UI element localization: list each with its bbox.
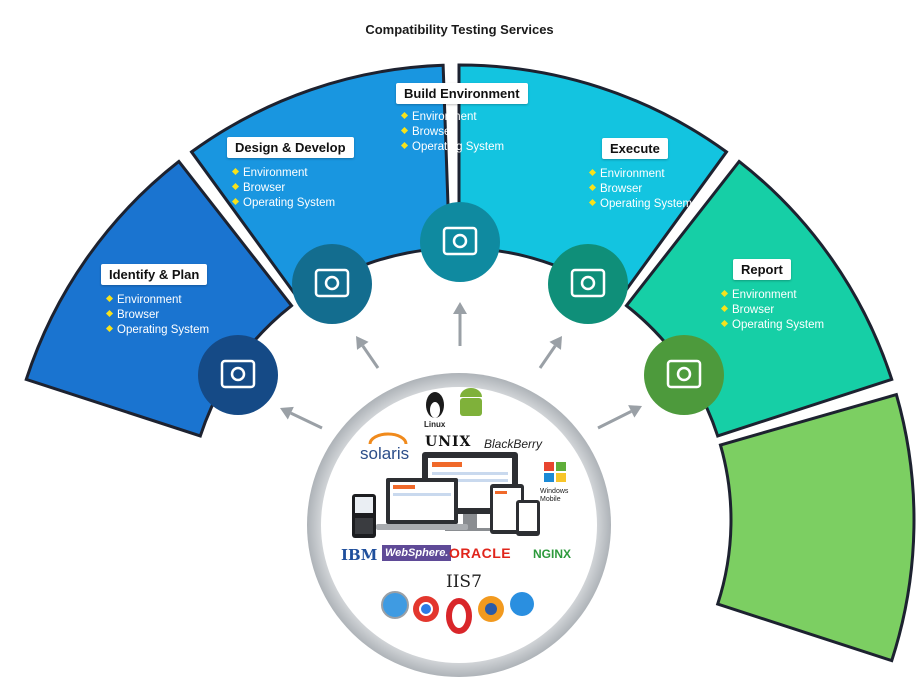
- stage-report: Report Environment Browser Operating Sys…: [716, 259, 824, 333]
- stage-execute: Execute Environment Browser Operating Sy…: [584, 138, 692, 212]
- stage-items: Environment Browser Operating System: [588, 167, 692, 212]
- list-item: Operating System: [105, 323, 209, 338]
- arrowhead-report: [628, 405, 642, 418]
- list-item: Environment: [588, 167, 692, 182]
- browser-icons: [381, 591, 534, 634]
- arrowhead-design-develop: [356, 336, 369, 350]
- arrow-report: [597, 410, 632, 430]
- list-item: Operating System: [231, 196, 354, 211]
- solaris-logo: solaris: [360, 444, 410, 463]
- list-item: Browser: [720, 303, 824, 318]
- database-network-icon: [420, 202, 500, 282]
- list-item: Operating System: [720, 318, 824, 333]
- stage-items: Environment Browser Operating System: [231, 166, 354, 211]
- blackberry-logo: BlackBerry: [484, 437, 543, 451]
- stage-identify-plan: Identify & Plan Environment Browser Oper…: [101, 264, 209, 338]
- list-item: Environment: [231, 166, 354, 181]
- list-item: Operating System: [400, 140, 528, 155]
- gears-icon: [548, 244, 628, 324]
- arrow-execute: [538, 345, 557, 369]
- stage-design-develop: Design & Develop Environment Browser Ope…: [227, 137, 354, 211]
- android-icon: [460, 388, 482, 416]
- windows-icon: [544, 462, 566, 482]
- list-item: Environment: [400, 110, 528, 125]
- oracle-logo: ORACLE: [449, 545, 512, 561]
- hub: [307, 373, 611, 677]
- list-item: Browser: [231, 181, 354, 196]
- list-item: Browser: [588, 182, 692, 197]
- list-item: Environment: [720, 288, 824, 303]
- ibm-logo: IBM: [341, 546, 378, 564]
- stage-label: Build Environment: [396, 83, 528, 104]
- linux-icon: [426, 392, 444, 418]
- stage-items: Environment Browser Operating System: [105, 293, 209, 338]
- websphere-logo: WebSphere.: [382, 545, 452, 561]
- arrowhead-build-environment: [453, 302, 467, 314]
- stage-items: Environment Browser Operating System: [400, 110, 528, 155]
- calendar-tools-icon: [292, 244, 372, 324]
- safari-icon: [381, 591, 409, 619]
- stage-build-environment: Build Environment Environment Browser Op…: [396, 83, 528, 155]
- segment-report: [715, 392, 916, 663]
- stage-label: Execute: [602, 138, 668, 159]
- arrowhead-identify-plan: [280, 406, 294, 420]
- list-item: Browser: [105, 308, 209, 323]
- monitor-search-icon: [198, 335, 278, 415]
- linux-logo: Linux: [424, 420, 446, 429]
- stage-label: Design & Develop: [227, 137, 354, 158]
- arrow-design-develop: [361, 345, 380, 369]
- solaris-sun-icon: [368, 432, 408, 445]
- arrow-identify-plan: [290, 411, 323, 430]
- arrowhead-execute: [549, 336, 562, 350]
- nginx-logo: NGINX: [533, 547, 572, 561]
- list-item: Operating System: [588, 197, 692, 212]
- stage-label: Report: [733, 259, 791, 280]
- stage-items: Environment Browser Operating System: [720, 288, 824, 333]
- stage-label: Identify & Plan: [101, 264, 208, 285]
- list-item: Browser: [400, 125, 528, 140]
- ie-icon: [510, 592, 534, 616]
- report-search-icon: [644, 335, 724, 415]
- segment-build-environment: [457, 63, 729, 303]
- devices-illustration: [352, 452, 540, 538]
- page-title: Compatibility Testing Services: [365, 22, 554, 37]
- list-item: Environment: [105, 293, 209, 308]
- iis-logo: IIS7: [446, 572, 482, 592]
- opera-icon: [446, 598, 472, 634]
- unix-logo: UNIX: [425, 434, 472, 450]
- windows-mobile-logo: Windows Mobile: [540, 488, 569, 503]
